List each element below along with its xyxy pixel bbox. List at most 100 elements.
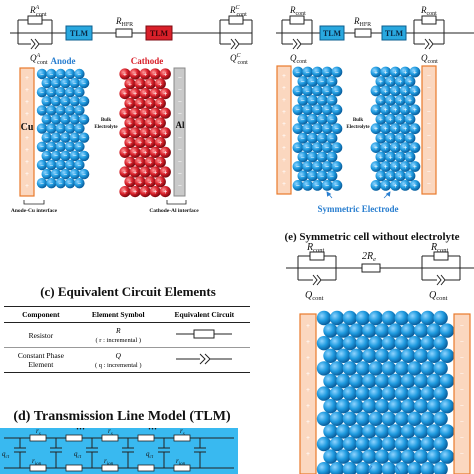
charge-sign: − [311, 135, 315, 143]
anode-particle [50, 96, 62, 107]
electrode-particle [331, 123, 343, 135]
charge-sign: − [325, 125, 329, 133]
electrode-particle [312, 123, 323, 135]
anode-particle [64, 141, 76, 152]
charge-sign: − [82, 99, 86, 106]
electrode-particle [420, 386, 435, 401]
electrode-particle [349, 424, 364, 439]
anode-particle [50, 168, 62, 180]
charge-sign: + [398, 116, 402, 124]
charge-sign: − [59, 126, 63, 133]
charge-sign: − [178, 110, 182, 118]
charge-sign: + [384, 163, 388, 171]
electrode-particle [323, 348, 338, 363]
electrode-particle [316, 151, 328, 163]
charge-sign: − [59, 108, 63, 115]
charge-sign: − [311, 172, 315, 180]
electrode-particle [307, 132, 318, 144]
electrode-particle [375, 424, 390, 439]
anode-particle [78, 150, 90, 162]
charge-sign: − [40, 181, 44, 188]
charge-sign: + [25, 122, 29, 130]
electrode-particle [381, 411, 396, 426]
electrode-particle [292, 104, 304, 116]
rs-label: rs [180, 427, 185, 437]
electrode-particle [292, 161, 304, 172]
charge-sign: + [389, 154, 393, 162]
electrode-particle [399, 161, 411, 172]
charge-sign: − [311, 116, 315, 124]
electrode-particle [433, 386, 448, 401]
charge-sign: − [68, 90, 72, 97]
charge-sign: − [178, 122, 182, 130]
q-cont-b-right-label: Qcont [421, 53, 438, 65]
cathode-particle [119, 146, 131, 158]
rs-label: rs [36, 427, 41, 437]
charge-sign: − [40, 90, 44, 97]
symbol-cell: R( r : incremental ) [77, 322, 159, 348]
cathode-particle [124, 137, 136, 149]
electrode-particle [368, 386, 383, 401]
electrode-particle [370, 104, 382, 116]
charge-sign: + [128, 99, 132, 108]
electrode-particle [433, 436, 448, 452]
cathode-particle [139, 186, 151, 198]
charge-sign: − [315, 125, 319, 133]
component-cell: Resistor [4, 322, 78, 348]
electrode-particle [404, 132, 416, 144]
charge-sign: + [389, 135, 393, 143]
charge-sign: − [296, 68, 300, 76]
electrode-particle [316, 95, 328, 106]
anode-particle [74, 159, 85, 171]
charge-sign: − [68, 181, 72, 188]
electrode-particle [326, 132, 338, 144]
charge-sign: + [306, 370, 310, 378]
charge-sign: + [379, 135, 383, 143]
electrode-particle [404, 76, 416, 87]
electrode-particle [368, 310, 383, 326]
rion-resistor [29, 464, 47, 472]
charge-sign: + [148, 99, 152, 108]
charge-sign: + [379, 97, 383, 105]
charge-sign: + [306, 322, 310, 330]
b-left-collector-charges: ++++++++++ [282, 72, 286, 188]
anode-particle [41, 150, 52, 162]
anode-particle [55, 123, 66, 134]
charge-sign: − [460, 402, 464, 410]
electrode-particle [362, 449, 377, 464]
charge-sign: − [63, 135, 67, 142]
electrode-particle [316, 361, 332, 376]
charge-sign: + [153, 168, 157, 177]
charge-sign: − [315, 163, 319, 171]
charge-sign: − [315, 182, 319, 190]
resistor-symbol-cell [158, 322, 250, 348]
cathode-particle [154, 117, 166, 129]
electrode-particle [388, 348, 403, 363]
electrode-particle [302, 180, 314, 191]
charge-sign: + [153, 148, 157, 157]
rion-label: rion [104, 457, 114, 467]
al-collector [173, 67, 186, 197]
charge-sign: + [379, 154, 383, 162]
electrode-particle [362, 323, 377, 338]
charge-sign: − [68, 144, 72, 151]
anode-particle [64, 87, 76, 98]
electrode-particle [370, 85, 382, 97]
charge-sign: − [335, 144, 339, 152]
e-electrode-particles [316, 310, 455, 474]
electrode-particle [370, 161, 382, 172]
electrode-particle [375, 449, 390, 464]
charge-sign: − [40, 126, 44, 133]
electrode-particle [302, 66, 314, 78]
electrode-particle [409, 161, 421, 172]
charge-sign: + [138, 119, 142, 128]
electrode-particle [329, 361, 345, 376]
electrode-particle [385, 113, 396, 125]
charge-sign: − [330, 154, 334, 162]
charge-sign: + [389, 172, 393, 180]
electrode-particle [349, 373, 364, 389]
electrode-particle [394, 310, 409, 326]
electrode-particle [375, 373, 390, 389]
electrode-particle [355, 361, 371, 376]
charge-sign: + [384, 125, 388, 133]
